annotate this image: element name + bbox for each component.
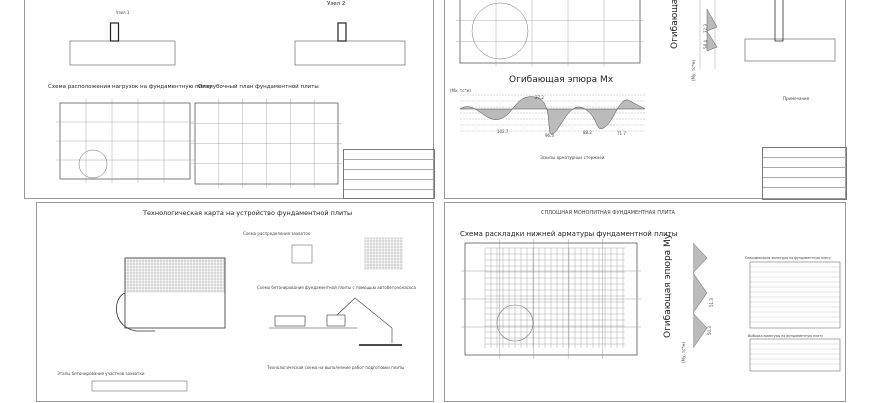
my-value: 58.4 — [703, 40, 708, 49]
reinforcement-plan-title: Схема раскладки нижней арматуры фундамен… — [460, 230, 678, 238]
slab-section — [69, 40, 176, 66]
node1-label: Узел 1 — [116, 10, 130, 15]
grips-scheme-title: Схема распределения захваток — [243, 231, 311, 236]
mx-value: 96.3 — [545, 133, 554, 138]
my-value: 50.3 — [707, 326, 712, 335]
grips-scheme — [291, 244, 313, 264]
sheet-bottom-reinforcement: СПЛОШНАЯ МОНОЛИТНАЯ ФУНДАМЕНТНАЯ ПЛИТА С… — [444, 202, 846, 402]
concrete-pump-truck — [326, 314, 346, 327]
mx-value: 88.2 — [583, 130, 592, 135]
concreting-stages-title: Этапы бетонирования участков захватки — [57, 371, 145, 376]
title-block — [762, 147, 847, 200]
sheet1-drawing — [56, 22, 406, 188]
sheet-header: СПЛОШНАЯ МОНОЛИТНАЯ ФУНДАМЕНТНАЯ ПЛИТА — [541, 210, 675, 216]
my-unit-label: (My, тс*м) — [691, 59, 696, 81]
column-section — [774, 0, 784, 42]
spec-table-title: Спецификация арматуры на фундаментную пл… — [745, 256, 831, 260]
my-diagram-title: Огибающая эпюра My — [663, 233, 673, 338]
slab-section — [294, 40, 406, 66]
formwork-plan-title: Опалубочный план фундаментной плиты — [198, 84, 319, 90]
my-axis — [699, 0, 716, 69]
curved-edge — [116, 292, 155, 332]
spec-table — [749, 261, 841, 329]
circular-outline — [78, 149, 108, 179]
sheet-technological-map: Технологическая карта на устройство фунд… — [36, 202, 434, 402]
my-value: 32.3 — [703, 24, 708, 33]
notes-title: Примечания — [783, 96, 810, 101]
concrete-pump-scheme-title: Схема бетонирования фундаментной плиты с… — [257, 285, 416, 290]
my-unit-label: (My, тс*м) — [681, 341, 686, 363]
pump-boom — [336, 297, 393, 343]
column-section — [109, 22, 120, 42]
my-diagram-title: Огибающая эп — [670, 0, 680, 49]
mx-value: 102.7 — [497, 129, 509, 134]
sheet2-drawing — [456, 0, 836, 135]
my-value: 51.3 — [709, 298, 714, 307]
moment-envelope-my — [706, 8, 718, 52]
selection-table — [749, 338, 841, 372]
stages-table — [91, 380, 188, 392]
mx-unit-label: (Mx, тс*м) — [450, 88, 472, 93]
sheet-bending-moments-x: Огибающая эпюра Mx (Mx, тс*м) 27.2 102.7… — [444, 0, 847, 200]
prep-scheme-title: Технологическая схема на выполнение рабо… — [267, 365, 405, 370]
moment-envelope-mx — [459, 96, 646, 135]
mx-value: 27.2 — [535, 95, 544, 100]
concrete-mixer-truck — [274, 315, 306, 327]
circular-outline — [496, 304, 534, 342]
mx-value: 71.7 — [617, 131, 626, 136]
circular-outline — [471, 2, 529, 60]
bar-sketches-title: Эскизы арматурных стержней — [540, 155, 605, 160]
sheet4-drawing — [461, 239, 841, 372]
title-block — [343, 149, 435, 199]
tech-map-title: Технологическая карта на устройство фунд… — [143, 209, 353, 217]
plan-outline — [459, 0, 641, 64]
moment-envelope-my — [692, 242, 708, 349]
loads-plan-title: Схема расположения нагрузок на фундамент… — [48, 84, 213, 90]
sheet3-drawing — [91, 237, 403, 392]
column-section — [337, 22, 347, 42]
node2-label: Узел 2 — [327, 1, 346, 7]
selection-table-title: Выборка арматуры на фундаментную плиту — [748, 334, 823, 338]
slab-section — [744, 38, 836, 62]
sheet-foundation-loads: Узел 1 Узел 2 Схема расположения нагрузо… — [24, 0, 435, 199]
mx-diagram-title: Огибающая эпюра Mx — [509, 75, 614, 85]
